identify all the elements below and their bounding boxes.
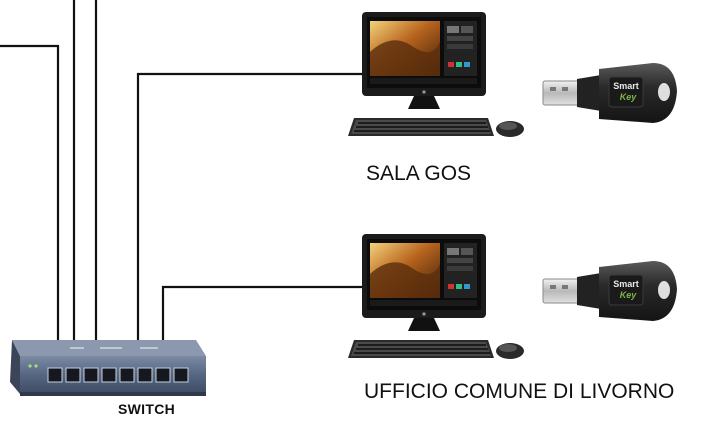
cable-sala-gos bbox=[136, 72, 362, 342]
network-cables bbox=[0, 0, 362, 342]
network-switch-icon bbox=[10, 340, 206, 396]
usb-smart-key-icon bbox=[542, 260, 678, 322]
switch-ports bbox=[47, 367, 189, 383]
cable-ufficio-comune bbox=[161, 285, 362, 342]
desktop-computer-icon bbox=[348, 234, 524, 359]
switch-label: SWITCH bbox=[118, 401, 176, 417]
workstation-label-sala-gos: SALA GOS bbox=[366, 162, 472, 185]
cable-uplink-left bbox=[0, 44, 60, 342]
desktop-computer-icon bbox=[348, 12, 524, 137]
workstation-label-ufficio-comune: UFFICIO COMUNE DI LIVORNO bbox=[364, 380, 675, 403]
usb-smart-key-icon bbox=[542, 62, 678, 124]
